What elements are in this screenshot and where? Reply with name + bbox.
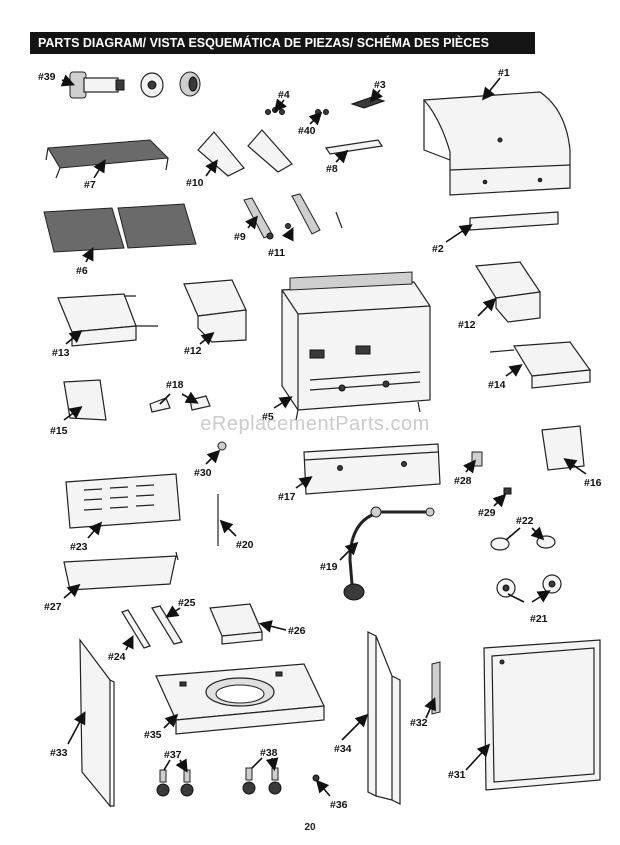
part-13-illustration <box>57 293 158 347</box>
label-part-3: #3 <box>374 79 386 91</box>
part-17-illustration <box>303 443 441 495</box>
label-part-33: #33 <box>50 747 68 759</box>
label-part-19: #19 <box>320 561 338 573</box>
part-7-illustration <box>45 139 170 179</box>
part-28-illustration <box>471 451 483 467</box>
part-22-illustration <box>490 535 556 551</box>
part-25-illustration <box>151 605 183 645</box>
label-part-28: #28 <box>454 475 472 487</box>
part-12b-illustration <box>474 261 542 323</box>
label-part-2: #2 <box>432 243 444 255</box>
part-19-illustration <box>343 506 435 601</box>
label-part-22: #22 <box>516 515 534 527</box>
part-24-illustration <box>121 609 151 649</box>
label-part-12b: #12 <box>458 319 476 331</box>
part-37-illustration <box>156 769 194 797</box>
part-11-illustration <box>285 193 343 235</box>
callout-arrows <box>60 74 587 797</box>
part-6-illustration <box>43 203 197 253</box>
label-part-6: #6 <box>76 265 88 277</box>
part-12a-illustration <box>183 279 247 343</box>
label-part-24: #24 <box>108 651 126 663</box>
part-35-illustration <box>155 663 325 735</box>
part-18-illustration <box>149 395 211 413</box>
label-part-20: #20 <box>236 539 254 551</box>
label-part-8: #8 <box>326 163 338 175</box>
label-part-7: #7 <box>84 179 96 191</box>
part-29-illustration <box>503 487 512 495</box>
part-9-illustration <box>243 197 274 240</box>
part-5-illustration <box>281 271 431 421</box>
parts-diagram-title: PARTS DIAGRAM/ VISTA ESQUEMÁTICA DE PIEZ… <box>30 32 535 54</box>
part-1-illustration <box>422 91 571 196</box>
label-part-39: #39 <box>38 71 56 83</box>
label-part-14: #14 <box>488 379 506 391</box>
label-part-4: #4 <box>278 89 290 101</box>
label-part-29: #29 <box>478 507 496 519</box>
part-26-illustration <box>209 603 263 645</box>
part-30-illustration <box>217 441 227 451</box>
label-part-10: #10 <box>186 177 204 189</box>
label-part-16: #16 <box>584 477 602 489</box>
label-part-38: #38 <box>260 747 278 759</box>
part-39-illustration <box>69 71 201 99</box>
label-part-34: #34 <box>334 743 352 755</box>
page-number: 20 <box>304 822 316 833</box>
label-part-11: #11 <box>268 247 285 259</box>
part-32-illustration <box>431 661 441 715</box>
part-34-illustration <box>367 631 401 805</box>
label-part-26: #26 <box>288 625 306 637</box>
part-14-illustration <box>489 341 592 389</box>
label-part-21: #21 <box>530 613 548 625</box>
part-labels: #39 #4 #3 #1 #40 #7 #10 #8 #9 #11 #2 #6 … <box>38 67 602 811</box>
part-38-illustration <box>242 767 282 795</box>
label-part-36: #36 <box>330 799 348 811</box>
label-part-13: #13 <box>52 347 70 359</box>
label-part-40: #40 <box>298 125 316 137</box>
part-21-illustration <box>496 574 562 598</box>
label-part-23: #23 <box>70 541 88 553</box>
watermark: eReplacementParts.com <box>200 413 430 435</box>
part-36-illustration <box>312 774 320 782</box>
label-part-15: #15 <box>50 425 68 437</box>
label-part-37: #37 <box>164 749 182 761</box>
part-40-illustration <box>315 109 329 115</box>
part-8-illustration <box>324 139 384 155</box>
part-16-illustration <box>541 425 585 471</box>
label-part-1: #1 <box>498 67 510 79</box>
part-15-illustration <box>63 379 107 421</box>
part-3-illustration <box>350 96 386 109</box>
part-10-illustration <box>197 129 293 177</box>
label-part-32: #32 <box>410 717 428 729</box>
part-2-illustration <box>469 211 559 231</box>
part-31-illustration <box>483 639 601 791</box>
part-33-illustration <box>79 638 115 808</box>
label-part-18: #18 <box>166 379 184 391</box>
label-part-30: #30 <box>194 467 212 479</box>
label-part-12a: #12 <box>184 345 202 357</box>
part-23-illustration <box>65 473 181 529</box>
label-part-35: #35 <box>144 729 162 741</box>
label-part-9: #9 <box>234 231 246 243</box>
label-part-27: #27 <box>44 601 62 613</box>
label-part-25: #25 <box>178 597 196 609</box>
label-part-17: #17 <box>278 491 296 503</box>
label-part-31: #31 <box>448 769 466 781</box>
part-4-illustration <box>265 107 285 115</box>
label-part-5: #5 <box>262 411 274 423</box>
part-27-illustration <box>63 551 179 591</box>
